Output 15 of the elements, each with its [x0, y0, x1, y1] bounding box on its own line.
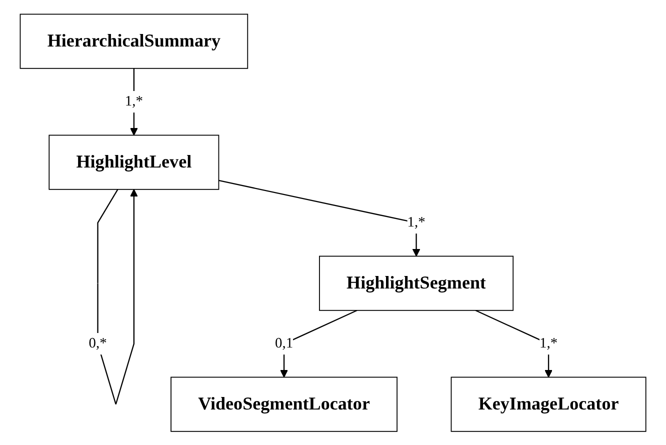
arrow	[280, 310, 358, 378]
arrow	[97, 188, 138, 404]
arrow	[218, 180, 420, 256]
arrow	[130, 68, 138, 136]
node-box: VideoSegmentLocator	[170, 376, 398, 432]
node-box: KeyImageLocator	[450, 376, 646, 432]
node-box: HighlightLevel	[48, 134, 220, 190]
edge-label: 1,*	[407, 214, 426, 230]
node-box: HighlightSegment	[318, 255, 514, 311]
edge-label: 1,*	[539, 335, 558, 351]
node-box: HierarchicalSummary	[20, 13, 248, 69]
edge-label: 0,1	[274, 335, 294, 351]
edge-label: 0,*	[88, 335, 107, 351]
arrow	[475, 310, 552, 378]
edge-label: 1,*	[124, 93, 143, 109]
